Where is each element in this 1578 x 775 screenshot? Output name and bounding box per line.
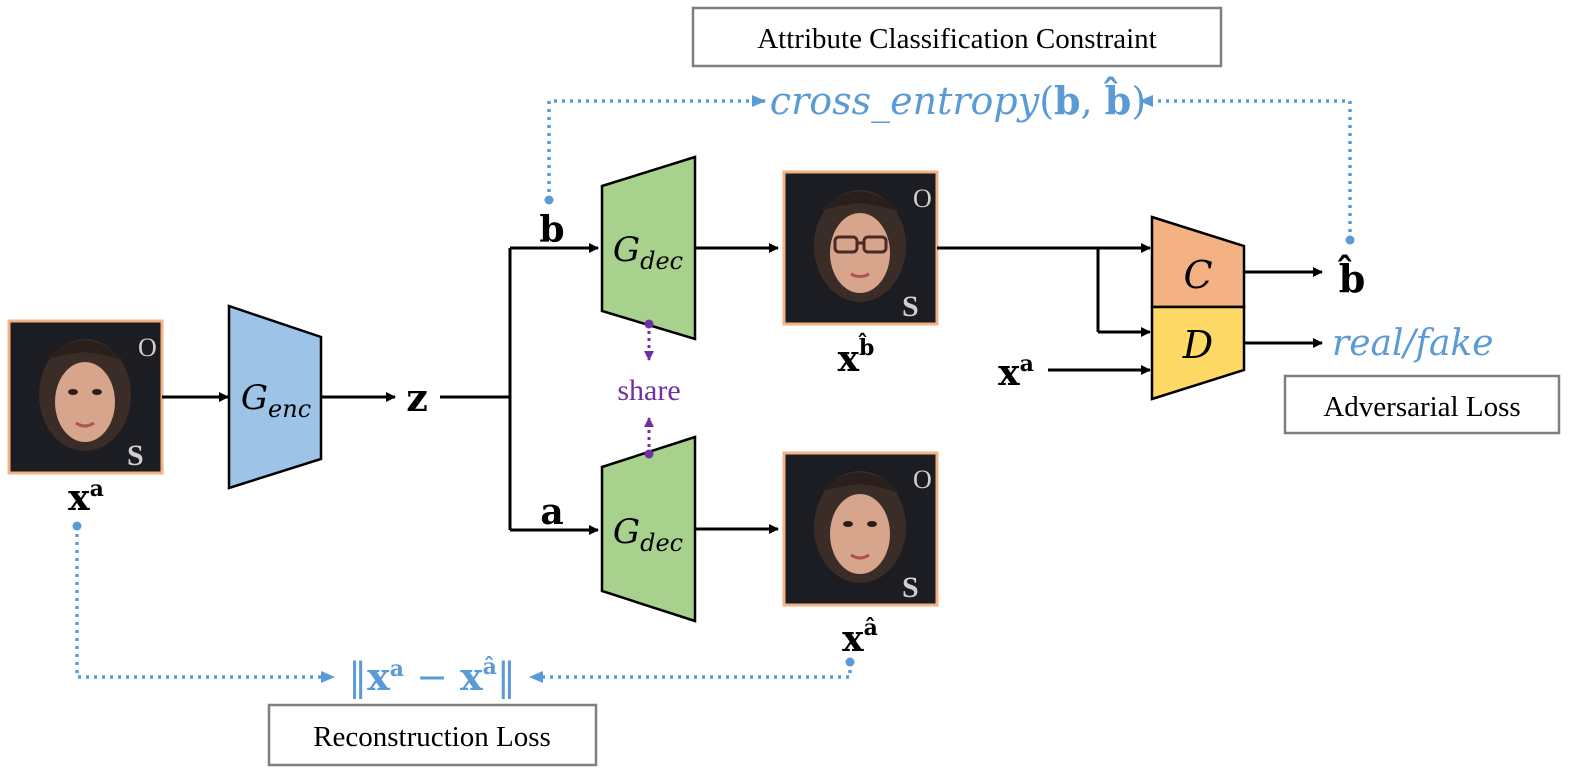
face-with-glasses-photo-icon: O S: [814, 184, 932, 323]
reconstruction-loss-label: Reconstruction Loss: [313, 721, 551, 753]
svg-text:D: D: [1182, 323, 1213, 367]
b-hat-output-label: b̂: [1337, 255, 1365, 301]
adversarial-loss-box: Adversarial Loss: [1283, 374, 1561, 435]
svg-text:O: O: [913, 184, 932, 213]
reconstruction-loss-box: Reconstruction Loss: [267, 703, 598, 767]
share-label: share: [617, 374, 680, 407]
weight-sharing-indicator: share: [617, 319, 681, 459]
svg-text:S: S: [902, 290, 919, 323]
classifier-module: C: [1150, 215, 1246, 309]
input-to-reconstruction-link: [72, 521, 335, 683]
svg-text:O: O: [138, 333, 157, 362]
reconstructed-x-ahat-label: xâ: [842, 615, 878, 660]
reconstruction-formula: ‖xa − xâ‖: [348, 654, 516, 699]
face-photo-icon: O S: [814, 465, 932, 604]
svg-text:S: S: [902, 571, 919, 604]
input-x-a-label: xa: [68, 476, 104, 519]
b-to-cross-entropy-link: [544, 95, 766, 205]
edited-x-bhat-label: xb̂: [838, 333, 875, 380]
decoder-top-module: Gdec: [600, 155, 697, 341]
real-fake-label: real/fake: [1332, 323, 1494, 364]
edited-image-to-discriminator-lines: [937, 243, 1151, 337]
edited-face-image: O S: [782, 170, 939, 326]
svg-text:C: C: [1183, 253, 1212, 297]
bhat-to-cross-entropy-link: [1139, 95, 1355, 245]
input-face-image: O S: [7, 319, 164, 475]
a-attribute-label: a: [540, 491, 563, 533]
encoder-module: Genc: [227, 304, 323, 490]
cross-entropy-formula: cross_entropy(b, b̂): [770, 77, 1146, 124]
attribute-classification-constraint-label: Attribute Classification Constraint: [757, 23, 1157, 55]
svg-text:S: S: [127, 439, 144, 472]
svg-text:O: O: [913, 465, 932, 494]
real-x-a-label: xa: [998, 351, 1034, 394]
discriminator-module: D: [1150, 305, 1246, 401]
z-split-lines: [440, 243, 599, 535]
svg-text:Gdec: Gdec: [613, 230, 683, 275]
face-photo-icon: O S: [39, 333, 157, 472]
b-attribute-label: b: [539, 209, 564, 251]
svg-text:Gdec: Gdec: [613, 512, 683, 557]
decoder-bottom-module: Gdec: [600, 435, 697, 623]
adversarial-loss-label: Adversarial Loss: [1323, 391, 1520, 423]
reconstructed-to-reconstruction-link: [529, 657, 855, 683]
z-latent-label: z: [406, 375, 428, 420]
svg-text:Genc: Genc: [241, 378, 311, 423]
attribute-classification-constraint-box: Attribute Classification Constraint: [691, 6, 1223, 68]
reconstructed-face-image: O S: [782, 451, 939, 607]
